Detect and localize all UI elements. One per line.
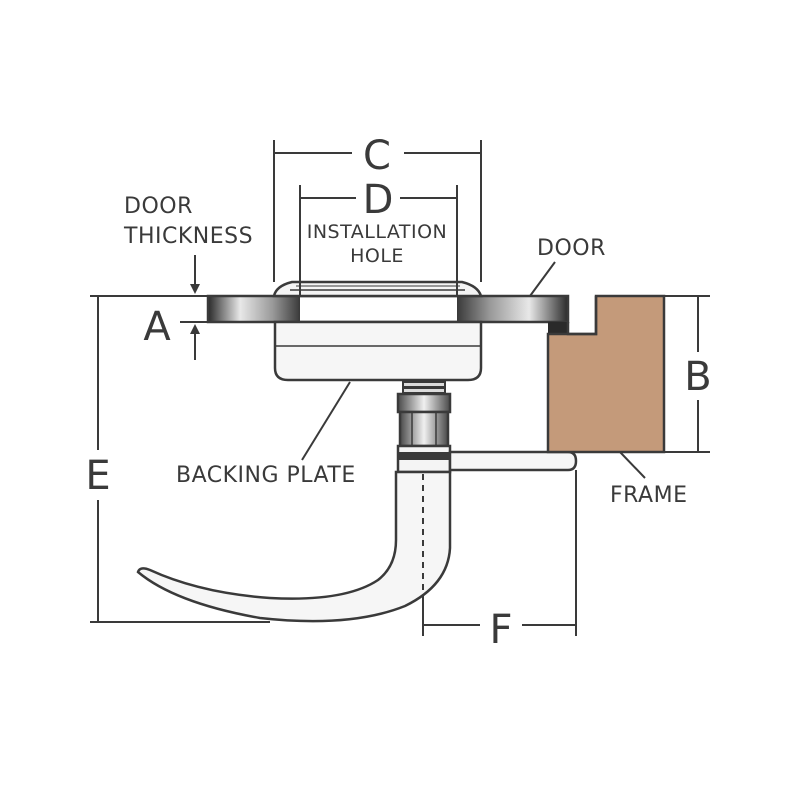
frame-label: FRAME [610,483,687,508]
dimension-b-label: B [684,354,711,400]
dimension-c-label: C [363,133,391,179]
dimension-a: A [143,255,208,360]
door-leader-line [529,261,556,297]
dimension-b: B [664,295,712,453]
door-hole-gap [300,296,457,322]
dimension-a-label: A [143,304,171,350]
dimension-d: D [299,177,458,296]
dimension-f-label: F [489,607,512,653]
door-label: DOOR [537,236,606,261]
cam-arm [448,450,578,472]
backing-plate-leader-line [301,381,351,461]
backing-plate [273,320,483,382]
door-thickness-label-line2: THICKNESS [123,224,253,249]
door-right-section [455,294,570,324]
spring-washer [396,392,452,414]
dimension-c: C [273,133,482,282]
dimension-e-label: E [85,453,110,499]
lock-shaft [396,380,452,474]
installation-hole-label-line2: HOLE [350,245,404,267]
dimension-d-label: D [363,177,394,223]
hex-nut [398,410,450,448]
backing-plate-label: BACKING PLATE [176,463,356,488]
door-thickness-label-line1: DOOR [124,194,193,219]
dimension-e: E [85,295,270,623]
frame-leader-line [619,451,646,479]
door-edge-stop [548,322,568,334]
dimension-f: F [422,470,577,653]
lock-bezel [272,280,483,298]
installation-hole-label-line1: INSTALLATION [307,221,448,243]
latch-hook [136,470,452,623]
door-left-section [206,294,302,324]
